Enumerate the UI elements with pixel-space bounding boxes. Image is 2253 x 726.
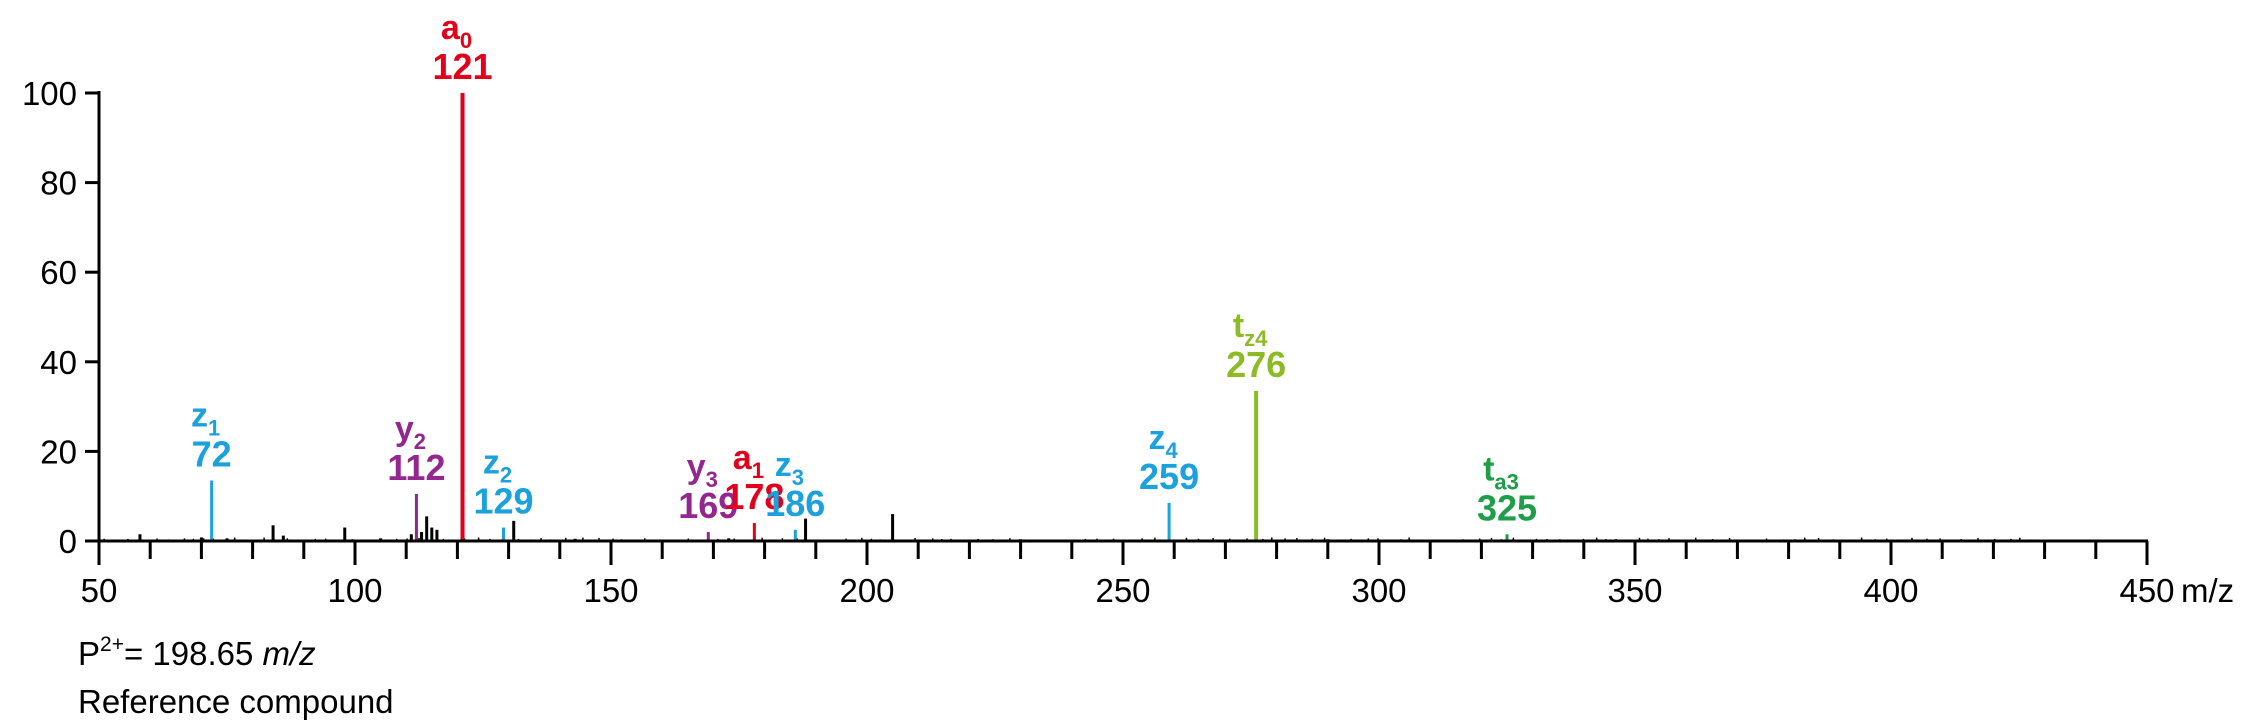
ion-subscript: 1 — [208, 416, 220, 441]
x-tick-label: 250 — [1095, 572, 1150, 609]
ion-subscript: z4 — [1244, 326, 1268, 351]
peak-mz-label: 72 — [192, 434, 232, 475]
x-tick-label: 400 — [1863, 572, 1918, 609]
peak-ion-label: a0 — [441, 9, 472, 53]
x-tick-label: 350 — [1607, 572, 1662, 609]
x-tick-label: 150 — [583, 572, 638, 609]
precursor-charge: 2+ — [100, 633, 124, 656]
ion-letter: t — [1483, 450, 1494, 488]
ion-subscript: 0 — [460, 28, 472, 53]
ion-letter: y — [687, 448, 706, 486]
x-tick-label: 450 — [2119, 572, 2174, 609]
x-tick-label: 100 — [327, 572, 382, 609]
tick-layer: 0 20 40 60 80 100 50 100 150 200 250 300 350 400 450 — [22, 75, 2175, 609]
compound-note: Reference compound — [78, 683, 394, 720]
precursor-unit: m/z — [262, 635, 316, 672]
peak-ion-label: y3 — [687, 448, 718, 492]
peak-mz-label: 325 — [1477, 487, 1537, 528]
ion-letter: y — [395, 410, 414, 448]
ion-subscript: a3 — [1494, 469, 1518, 494]
peak-mz-label: 129 — [473, 481, 533, 522]
peak-ion-label: ta3 — [1483, 450, 1519, 494]
ion-subscript: 4 — [1165, 438, 1178, 463]
y-tick-label: 0 — [59, 523, 77, 560]
peak-ion-label: y2 — [395, 410, 426, 454]
peak-layer — [138, 93, 1509, 541]
ion-letter: z — [1148, 419, 1165, 457]
peak-ion-label: a1 — [733, 439, 764, 483]
peak-mz-label: 178 — [724, 476, 784, 517]
ion-letter: z — [775, 446, 792, 484]
ion-letter: z — [483, 444, 500, 482]
ion-subscript: 2 — [500, 463, 512, 488]
peak-mz-label: 169 — [678, 485, 738, 526]
peak-ion-label: z4 — [1148, 419, 1178, 463]
ion-letter: t — [1233, 307, 1244, 345]
y-tick-label: 40 — [40, 344, 77, 381]
y-tick-label: 20 — [40, 433, 77, 470]
x-axis-title: m/z — [2181, 572, 2234, 609]
ion-letter: a — [441, 9, 461, 47]
ion-subscript: 2 — [414, 429, 426, 454]
peak-mz-label: 112 — [387, 447, 445, 488]
peak-ion-label: z3 — [775, 446, 804, 490]
ion-subscript: 1 — [752, 458, 764, 483]
peak-ion-label: z1 — [191, 397, 220, 441]
peak-mz-label: 186 — [765, 483, 825, 524]
y-tick-label: 100 — [22, 75, 77, 112]
peak-mz-label: 276 — [1226, 344, 1286, 385]
ion-letter: a — [733, 439, 753, 477]
ion-letter: z — [191, 397, 208, 435]
y-tick-label: 80 — [40, 165, 77, 202]
peak-ion-label: tz4 — [1233, 307, 1268, 351]
precursor-value: = 198.65 — [123, 635, 263, 672]
peak-mz-label: 259 — [1139, 456, 1199, 497]
x-tick-label: 200 — [839, 572, 894, 609]
precursor-prefix: P — [78, 635, 101, 672]
peak-ion-label: z2 — [483, 444, 512, 488]
y-tick-label: 60 — [40, 254, 77, 291]
x-tick-label: 50 — [81, 572, 118, 609]
precursor-note: P2+= 198.65 m/z — [78, 634, 316, 674]
peak-mz-label: 121 — [432, 46, 492, 87]
ion-subscript: 3 — [706, 467, 718, 492]
ion-subscript: 3 — [792, 465, 804, 490]
x-tick-label: 300 — [1351, 572, 1406, 609]
